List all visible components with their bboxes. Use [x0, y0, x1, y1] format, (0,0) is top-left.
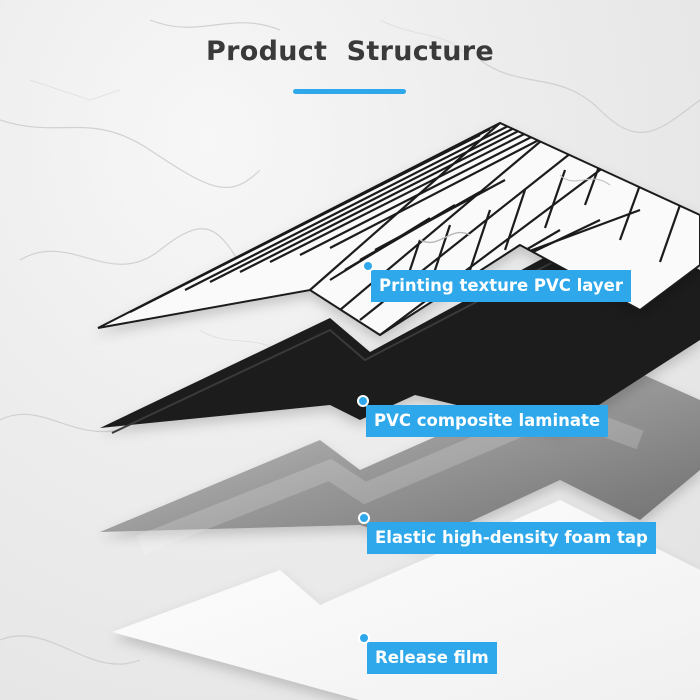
title-underline — [293, 89, 406, 94]
callout-dot-icon — [357, 395, 369, 407]
callout-foam-tape: Elastic high-density foam tap — [358, 512, 656, 554]
callout-dot-icon — [358, 632, 370, 644]
callout-label: Printing texture PVC layer — [371, 270, 631, 302]
callout-pvc-laminate: PVC composite laminate — [357, 395, 609, 437]
callout-dot-icon — [358, 512, 370, 524]
page-title: Product Structure — [206, 36, 494, 67]
callout-label: Release film — [367, 642, 497, 674]
callout-label: PVC composite laminate — [366, 405, 609, 437]
callout-dot-icon — [362, 260, 374, 272]
callout-printing-texture: Printing texture PVC layer — [362, 260, 631, 302]
callout-release-film: Release film — [358, 632, 497, 674]
callout-label: Elastic high-density foam tap — [367, 522, 656, 554]
